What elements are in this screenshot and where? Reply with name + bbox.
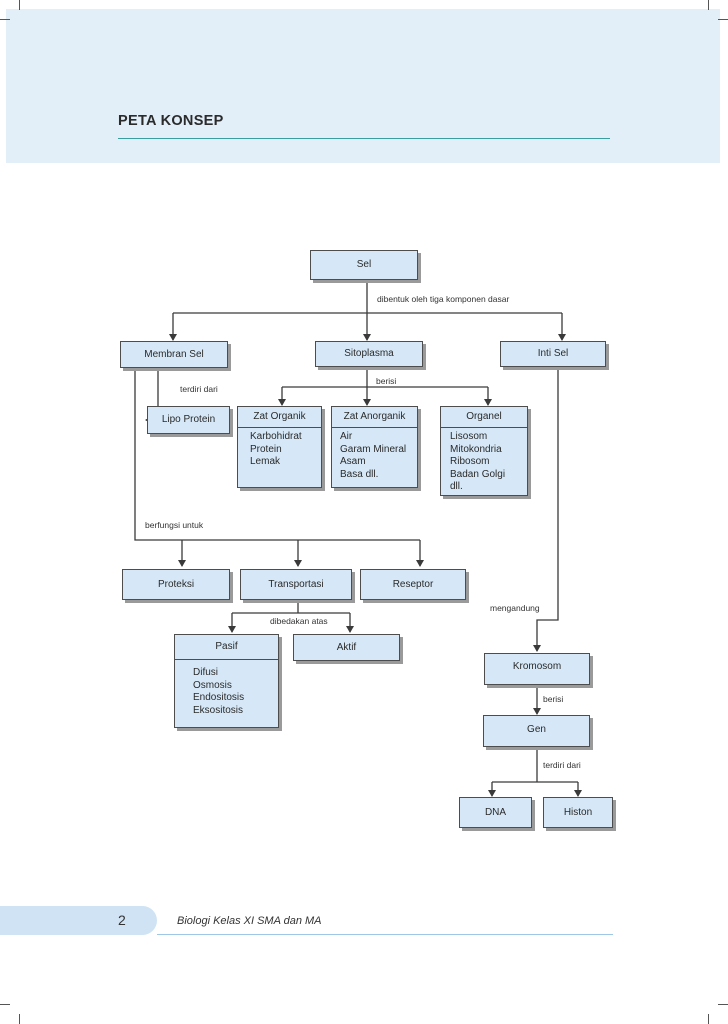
node-transportasi: Transportasi <box>240 569 352 600</box>
link-label-mengandung: mengandung <box>490 603 540 613</box>
node-aktif: Aktif <box>293 634 400 661</box>
node-proteksi: Proteksi <box>122 569 230 600</box>
node-reseptor: Reseptor <box>360 569 466 600</box>
page-title: PETA KONSEP <box>118 113 224 129</box>
list-item: Endositosis <box>193 692 245 703</box>
crop-mark <box>19 0 20 10</box>
node-dna: DNA <box>459 797 532 828</box>
crop-mark <box>19 1014 20 1024</box>
node-gen: Gen <box>483 715 590 747</box>
list-item: Badan Golgi <box>450 468 506 480</box>
node-label: Gen <box>527 724 546 735</box>
list-item: Protein <box>250 443 282 455</box>
node-item-list: Difusi Osmosis Endositosis Eksositosis <box>175 659 278 717</box>
node-label: Zat Anorganik <box>343 411 406 422</box>
node-label: Membran Sel <box>144 349 204 360</box>
node-label: Organel <box>466 411 502 422</box>
header-band <box>6 9 720 163</box>
node-sitoplasma: Sitoplasma <box>315 341 423 367</box>
link-label-berisi: berisi <box>543 694 564 704</box>
list-item: Mitokondria <box>450 443 502 455</box>
footer-divider <box>157 934 613 935</box>
node-kromosom: Kromosom <box>484 653 590 685</box>
node-label: Transportasi <box>268 579 324 590</box>
node-item-list: Lisosom Mitokondria Ribosom Badan Golgi … <box>441 427 527 494</box>
node-organel: Organel Lisosom Mitokondria Ribosom Bada… <box>440 406 528 496</box>
node-item-list: Air Garam Mineral Asam Basa dll. <box>332 427 417 481</box>
crop-mark <box>0 19 10 20</box>
node-label: Sel <box>356 259 372 270</box>
list-item: Osmosis <box>193 679 232 691</box>
link-label-berisi: berisi <box>376 376 397 386</box>
crop-mark <box>708 0 709 10</box>
list-item: Lemak <box>250 456 281 467</box>
node-label: Pasif <box>215 641 238 652</box>
list-item: Lisosom <box>450 431 488 442</box>
crop-mark <box>0 1004 10 1005</box>
node-label: Zat Organik <box>253 411 306 422</box>
node-lipo-protein: Lipo Protein <box>147 406 230 434</box>
node-label: Proteksi <box>157 579 195 590</box>
node-pasif: Pasif Difusi Osmosis Endositosis Eksosit… <box>174 634 279 728</box>
list-item: Difusi <box>193 667 219 678</box>
node-label: Sitoplasma <box>344 348 394 359</box>
node-label: Aktif <box>336 642 357 653</box>
node-inti-sel: Inti Sel <box>500 341 606 367</box>
title-divider <box>118 138 610 139</box>
footer-book-title: Biologi Kelas XI SMA dan MA <box>177 915 322 927</box>
link-label-berfungsi-untuk: berfungsi untuk <box>145 520 204 530</box>
link-label-terdiri-dari: terdiri dari <box>180 384 218 394</box>
crop-mark <box>718 1004 728 1005</box>
node-label: Kromosom <box>512 661 562 672</box>
crop-mark <box>718 19 728 20</box>
link-label-terdiri-dari: terdiri dari <box>543 760 581 770</box>
node-zat-organik: Zat Organik Karbohidrat Protein Lemak <box>237 406 322 488</box>
footer-tab <box>0 906 157 935</box>
link-label-dibentuk: dibentuk oleh tiga komponen dasar <box>377 294 510 304</box>
node-label: DNA <box>484 807 507 818</box>
list-item: Eksositosis <box>193 704 244 716</box>
page-number: 2 <box>118 912 126 928</box>
node-histon: Histon <box>543 797 613 828</box>
list-item: dll. <box>450 481 463 492</box>
node-label: Lipo Protein <box>161 414 216 425</box>
node-membran-sel: Membran Sel <box>120 341 228 368</box>
node-label: Reseptor <box>392 579 434 590</box>
crop-mark <box>708 1014 709 1024</box>
list-item: Garam Mineral <box>340 443 407 455</box>
list-item: Asam <box>340 456 366 467</box>
list-item: Karbohidrat <box>250 431 302 442</box>
node-item-list: Karbohidrat Protein Lemak <box>238 427 321 469</box>
node-label: Histon <box>563 807 593 818</box>
node-zat-anorganik: Zat Anorganik Air Garam Mineral Asam Bas… <box>331 406 418 488</box>
list-item: Air <box>340 431 353 442</box>
node-label: Inti Sel <box>537 348 569 359</box>
node-sel: Sel <box>310 250 418 280</box>
list-item: Ribosom <box>450 456 490 467</box>
link-label-dibedakan-atas: dibedakan atas <box>270 616 328 626</box>
list-item: Basa dll. <box>340 468 379 480</box>
